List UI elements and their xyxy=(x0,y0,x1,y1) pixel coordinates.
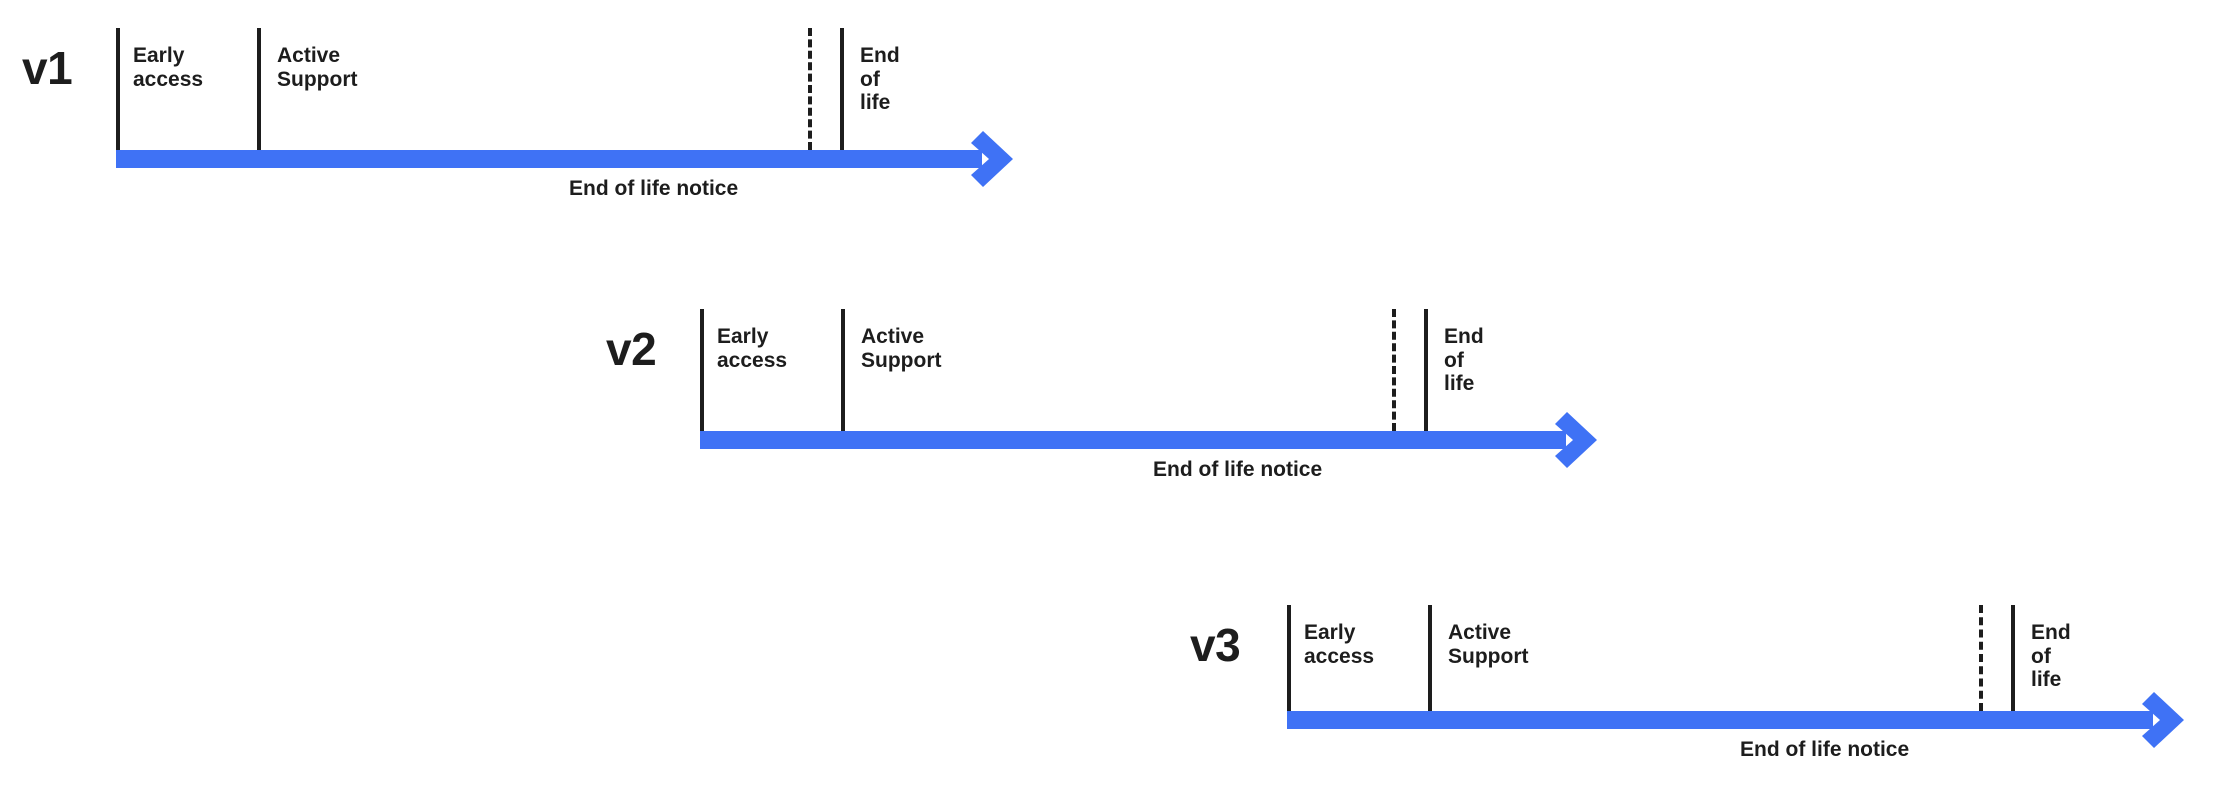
phase-divider-v1-1 xyxy=(257,28,261,150)
phase-divider-v2-3 xyxy=(1424,309,1428,431)
arrow-head-icon xyxy=(1555,412,1597,468)
version-label-v2: v2 xyxy=(606,323,657,375)
version-label-v1: v1 xyxy=(22,42,73,94)
timeline-arrow-v2 xyxy=(1549,410,1609,475)
arrow-head-icon xyxy=(971,131,1013,187)
eol-notice-marker-v2-2 xyxy=(1392,309,1396,431)
arrow-head-icon xyxy=(2142,692,2184,748)
phase-label-active-support-v1: Active Support xyxy=(277,44,358,91)
phase-label-early-access-v1: Early access xyxy=(133,44,204,91)
timeline-bar-v1 xyxy=(116,150,982,168)
eol-notice-label-v1: End of life notice xyxy=(569,177,739,200)
phase-divider-v1-3 xyxy=(840,28,844,150)
eol-notice-label-v3: End of life notice xyxy=(1740,738,1910,761)
phase-divider-v3-1 xyxy=(1428,605,1432,711)
eol-notice-marker-v1-2 xyxy=(808,28,812,150)
phase-label-active-support-v2: Active Support xyxy=(861,325,942,372)
timeline-arrow-v1 xyxy=(965,129,1025,194)
phase-divider-v1-0 xyxy=(116,28,120,150)
phase-label-early-access-v2: Early access xyxy=(717,325,788,372)
phase-label-active-support-v3: Active Support xyxy=(1448,621,1529,668)
timeline-arrow-v3 xyxy=(2136,690,2196,755)
phase-divider-v3-0 xyxy=(1287,605,1291,711)
eol-notice-marker-v3-2 xyxy=(1979,605,1983,711)
phase-label-end-of-life-v3: End of life xyxy=(2031,621,2071,692)
phase-label-end-of-life-v2: End of life xyxy=(1444,325,1484,396)
phase-label-end-of-life-v1: End of life xyxy=(860,44,900,115)
phase-label-early-access-v3: Early access xyxy=(1304,621,1375,668)
phase-divider-v3-3 xyxy=(2011,605,2015,711)
timeline-bar-v2 xyxy=(700,431,1566,449)
version-label-v3: v3 xyxy=(1190,619,1241,671)
timeline-bar-v3 xyxy=(1287,711,2153,729)
eol-notice-label-v2: End of life notice xyxy=(1153,458,1323,481)
phase-divider-v2-0 xyxy=(700,309,704,431)
phase-divider-v2-1 xyxy=(841,309,845,431)
